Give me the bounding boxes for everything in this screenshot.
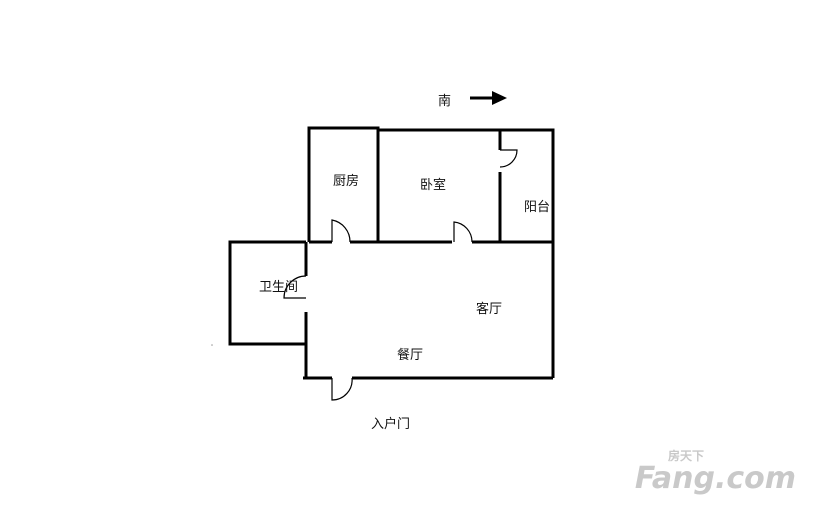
entrance-label: 入户门 bbox=[371, 417, 411, 432]
stray-mark bbox=[211, 344, 213, 346]
balcony-door bbox=[499, 149, 518, 168]
kitchen-door bbox=[331, 219, 351, 243]
bedroom-label: 卧室 bbox=[420, 178, 447, 193]
watermark-brand: Fang.com bbox=[634, 461, 796, 496]
kitchen-wall bbox=[307, 126, 380, 242]
watermark-cn: 房天下 bbox=[667, 449, 704, 463]
bathroom-wall bbox=[228, 240, 306, 346]
entrance-door bbox=[331, 377, 353, 401]
fang-watermark: 房天下 Fang.com bbox=[600, 443, 800, 503]
south-arrow-icon bbox=[470, 91, 507, 105]
dining-room-label: 餐厅 bbox=[397, 348, 424, 363]
balcony-label: 阳台 bbox=[524, 200, 551, 215]
bathroom-label: 卫生间 bbox=[259, 280, 299, 295]
compass-label: 南 bbox=[438, 94, 452, 109]
top-wall bbox=[378, 128, 555, 242]
bathroom-door bbox=[283, 275, 307, 299]
living-room-label: 客厅 bbox=[476, 302, 503, 317]
doors bbox=[283, 149, 518, 401]
kitchen-label: 厨房 bbox=[333, 174, 360, 189]
bedroom-door bbox=[453, 221, 473, 243]
walls bbox=[228, 126, 555, 380]
